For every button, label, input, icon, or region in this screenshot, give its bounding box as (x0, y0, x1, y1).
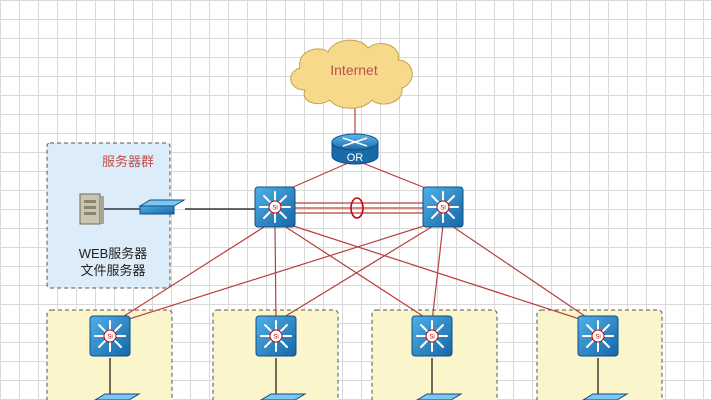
server-group-area (46, 142, 171, 289)
server-group-line2: 文件服务器 (80, 263, 145, 278)
network-links (109, 95, 599, 326)
distribution-switch-4[interactable] (577, 315, 619, 357)
workgroup-switch-icon[interactable] (139, 199, 185, 215)
router-icon (331, 133, 379, 165)
server-icon (79, 193, 104, 225)
distribution-switch-1[interactable] (89, 315, 131, 357)
server-group-line1: WEB服务器 (79, 246, 148, 261)
router-label: OR (347, 152, 364, 164)
core-switch-left[interactable] (254, 186, 296, 228)
internet-label: Internet (330, 62, 378, 78)
etherchannel-marker (350, 197, 364, 219)
distribution-switch-3[interactable] (411, 315, 453, 357)
distribution-switch-2[interactable] (255, 315, 297, 357)
server-group-title: 服务器群 (102, 154, 154, 169)
cloud-icon (290, 39, 413, 109)
core-switch-right[interactable] (422, 186, 464, 228)
server-links (98, 208, 599, 400)
